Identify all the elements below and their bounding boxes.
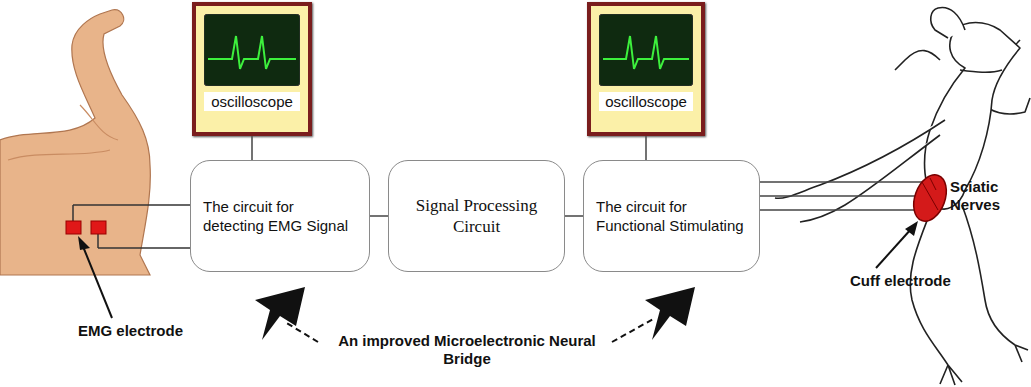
device-label: oscilloscope — [204, 92, 300, 111]
process-box: The circuit for detecting EMG Signal — [190, 160, 370, 272]
nerve-label: Sciatic Nerves — [950, 178, 1026, 214]
cuff-electrode — [908, 170, 953, 225]
stimulation-wires — [760, 182, 925, 210]
emg-electrodes — [66, 205, 191, 248]
signal-wire — [565, 216, 583, 217]
box-label: The circuit for Functional Stimulating — [596, 197, 747, 235]
oscilloscope-screen — [204, 14, 300, 86]
device-label: oscilloscope — [599, 92, 693, 111]
arm-illustration — [0, 10, 150, 275]
leader-line — [876, 221, 918, 268]
signal-wire — [370, 216, 388, 217]
process-box: Signal Processing Circuit — [388, 160, 565, 272]
box-label: Signal Processing Circuit — [401, 195, 552, 237]
signal-wire — [646, 136, 647, 160]
signal-wire — [252, 136, 253, 160]
title-label: An improved Microelectronic Neural Bridg… — [322, 332, 612, 368]
callout-label: EMG electrode — [78, 322, 228, 340]
cuff-detail — [922, 178, 938, 210]
process-box: The circuit for Functional Stimulating — [583, 160, 760, 272]
oscilloscope-monitor: oscilloscope — [192, 2, 312, 136]
leader-line — [78, 236, 112, 318]
oscilloscope-monitor: oscilloscope — [587, 2, 705, 136]
box-label: The circuit for detecting EMG Signal — [203, 197, 357, 235]
oscilloscope-screen — [599, 14, 693, 86]
callout-label: Cuff electrode — [850, 272, 990, 290]
